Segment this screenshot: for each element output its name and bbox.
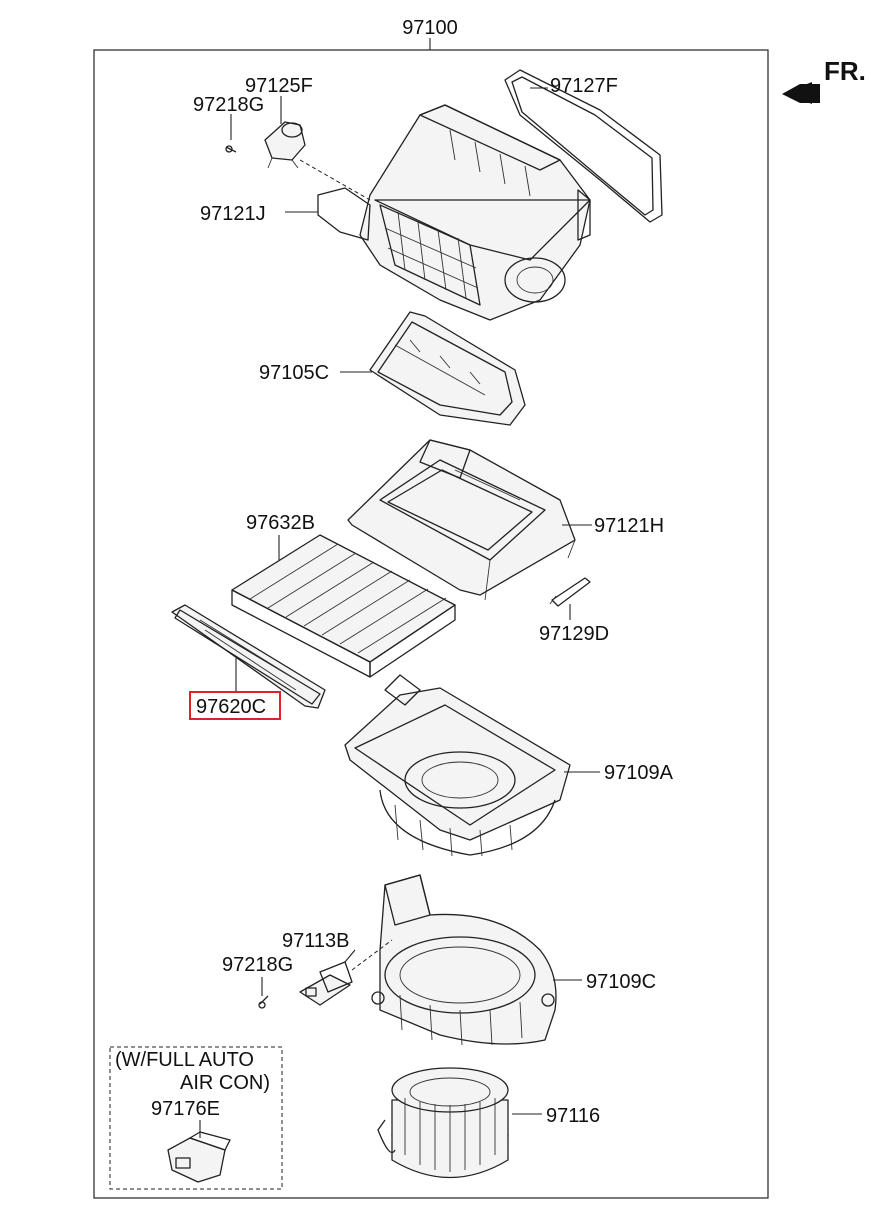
upper-case-part	[317, 104, 591, 321]
label-97116: 97116	[546, 1105, 600, 1127]
filter-cover-part	[171, 604, 326, 709]
label-97105C: 97105C	[259, 362, 329, 384]
label-97127F: 97127F	[550, 75, 618, 97]
option-note-line2: AIR CON)	[180, 1072, 270, 1094]
label-97620C: 97620C	[196, 696, 266, 718]
filter-part	[231, 534, 456, 678]
blower-upper-case-part	[344, 674, 571, 857]
resistor-dash-line	[351, 939, 393, 971]
label-97176E: 97176E	[151, 1098, 220, 1120]
label-97109A: 97109A	[604, 762, 674, 784]
label-97632B: 97632B	[246, 512, 315, 534]
blower-motor-part	[377, 1067, 509, 1179]
actuator-part	[264, 121, 306, 169]
assembly-label: 97100	[402, 17, 458, 39]
label-97218G-top: 97218G	[193, 94, 264, 116]
option-box	[109, 1046, 283, 1190]
screw-top-part	[225, 145, 237, 153]
resistor-part	[299, 961, 353, 1006]
option-note-line1: (W/FULL AUTO	[115, 1049, 254, 1071]
clip-part	[549, 577, 591, 607]
seal-part	[504, 69, 663, 223]
scroll-case-part	[371, 874, 557, 1046]
label-97129D: 97129D	[539, 623, 609, 645]
filter-case-part	[347, 439, 576, 601]
label-97218G-bottom: 97218G	[222, 954, 293, 976]
highlight-box	[189, 691, 281, 720]
screw-bottom-part	[258, 995, 269, 1009]
lower-case-part	[369, 311, 526, 426]
actuator-dash-line	[299, 159, 371, 201]
label-97113B: 97113B	[282, 930, 349, 952]
front-direction-arrow-icon	[782, 82, 820, 104]
label-97125F: 97125F	[245, 75, 313, 97]
module-part	[167, 1131, 231, 1183]
label-97121H: 97121H	[594, 515, 664, 537]
label-97121J: 97121J	[200, 203, 266, 225]
label-97109C: 97109C	[586, 971, 656, 993]
front-direction-label: FR.	[824, 56, 866, 86]
assembly-frame	[93, 49, 769, 1199]
leader-lines	[199, 87, 600, 1138]
